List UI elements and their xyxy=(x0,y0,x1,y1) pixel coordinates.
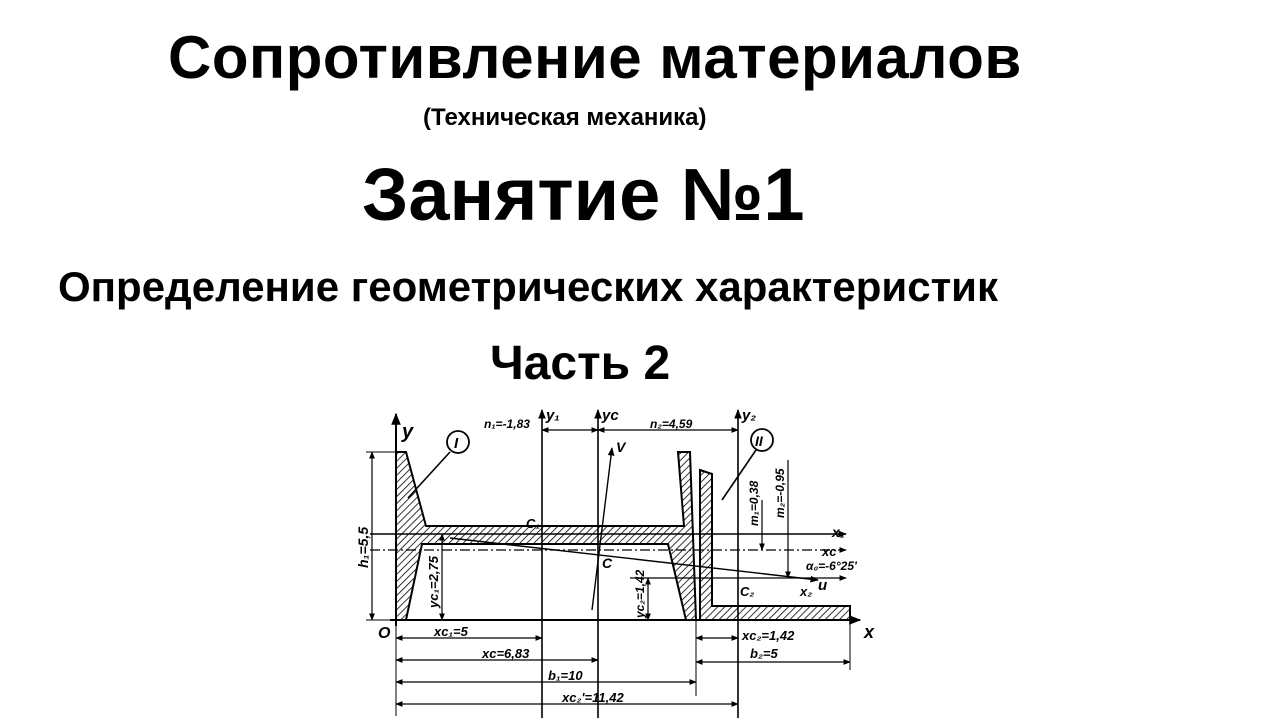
centroid-c2-label: C₂ xyxy=(740,584,754,599)
marker-two-label: II xyxy=(755,433,764,449)
topic-heading: Определение геометрических характеристик xyxy=(58,263,998,310)
marker-two-leader xyxy=(721,449,757,501)
marker-two-circle xyxy=(750,428,774,452)
marker-one-label: I xyxy=(454,435,459,452)
marker-one-circle xyxy=(446,430,470,454)
b1-label: b₁=10 xyxy=(548,668,583,683)
b2-label: b₂=5 xyxy=(750,646,778,661)
h1-label: h₁=5,5 xyxy=(355,527,371,568)
v-axis xyxy=(591,447,615,611)
u-axis xyxy=(449,537,819,583)
x1-axis-label: x₁ xyxy=(831,524,845,540)
cross-section-diagram: y x O y₁ yc y₂ x₁ xc x₂ u V C₁ C C₂ I II… xyxy=(355,407,875,718)
m2-label: m₂=-0,95 xyxy=(773,468,787,518)
xc2-label: xc₂'=11,42 xyxy=(561,690,624,705)
yc2-label: yc₂=1,42 xyxy=(633,569,647,619)
channel-section xyxy=(395,451,698,621)
y1-axis-label: y₁ xyxy=(545,407,560,424)
centroid-c1-label: C₁ xyxy=(526,516,540,531)
xc-axis-label: xc xyxy=(821,544,837,559)
x-axis-label: x xyxy=(863,622,875,642)
origin-label: O xyxy=(378,625,391,642)
marker-one-leader xyxy=(407,451,451,499)
slide-title: Сопротивление материалов xyxy=(168,24,1022,91)
n2-label: n₂=4,59 xyxy=(650,417,693,431)
lesson-heading: Занятие №1 xyxy=(362,153,805,236)
v-axis-label: V xyxy=(616,439,627,455)
yc-axis-label: yc xyxy=(601,407,619,424)
yc1-label: yc₁=2,75 xyxy=(426,555,441,609)
slide-subtitle: (Техническая механика) xyxy=(423,104,707,131)
x2-axis-label: x₂ xyxy=(799,584,812,599)
n1-label: n₁=-1,83 xyxy=(484,417,530,431)
xe2-label: xc₂=1,42 xyxy=(741,628,795,643)
centroid-c-label: C xyxy=(602,555,613,571)
y-axis-label: y xyxy=(401,421,414,443)
part-heading: Часть 2 xyxy=(490,337,671,390)
m1-label: m₁=0,38 xyxy=(747,480,761,526)
alpha-label: α₀=-6°25' xyxy=(806,559,858,573)
xc-label: xc=6,83 xyxy=(481,646,530,661)
y2-axis-label: y₂ xyxy=(741,407,756,424)
xc1-label: xc₁=5 xyxy=(433,624,469,639)
u-axis-label: u xyxy=(818,577,827,594)
